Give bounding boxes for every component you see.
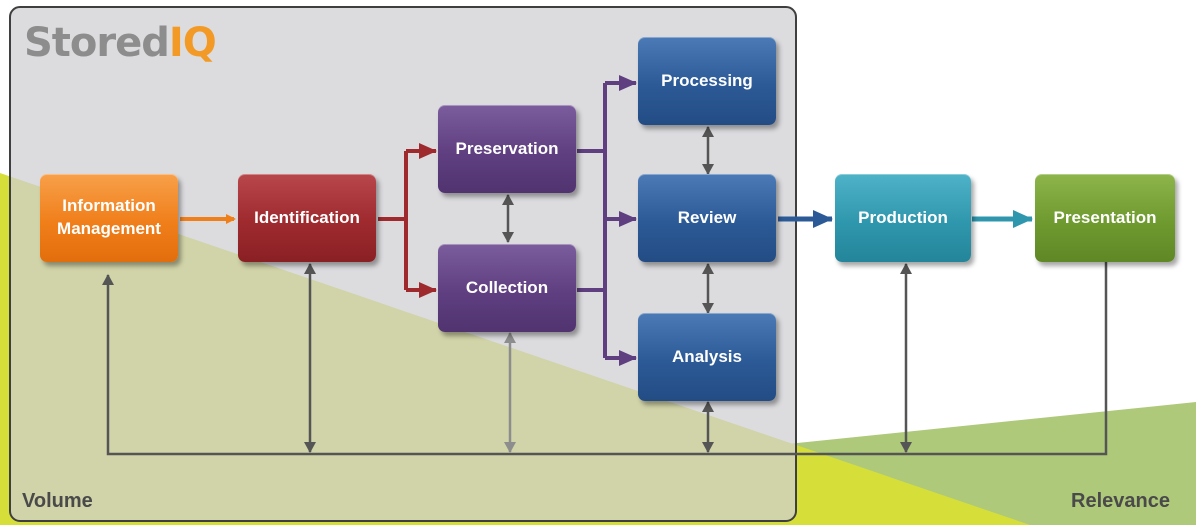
arrow-identification-branch <box>378 151 408 290</box>
node-production: Production <box>835 174 971 262</box>
relevance-label: Relevance <box>1071 490 1170 512</box>
node-processing: Processing <box>638 37 776 125</box>
node-analysis: Analysis <box>638 313 776 401</box>
storediq-panel <box>9 6 797 522</box>
node-review: Review <box>638 174 776 262</box>
node-collection: Collection <box>438 244 576 332</box>
volume-label: Volume <box>22 490 93 512</box>
node-presentation: Presentation <box>1035 174 1175 262</box>
node-information-management: Information Management <box>40 174 178 262</box>
node-preservation: Preservation <box>438 105 576 193</box>
feedback-loop-line <box>102 262 1108 456</box>
node-identification: Identification <box>238 174 376 262</box>
storediq-logo: StoredIQ <box>24 20 217 66</box>
